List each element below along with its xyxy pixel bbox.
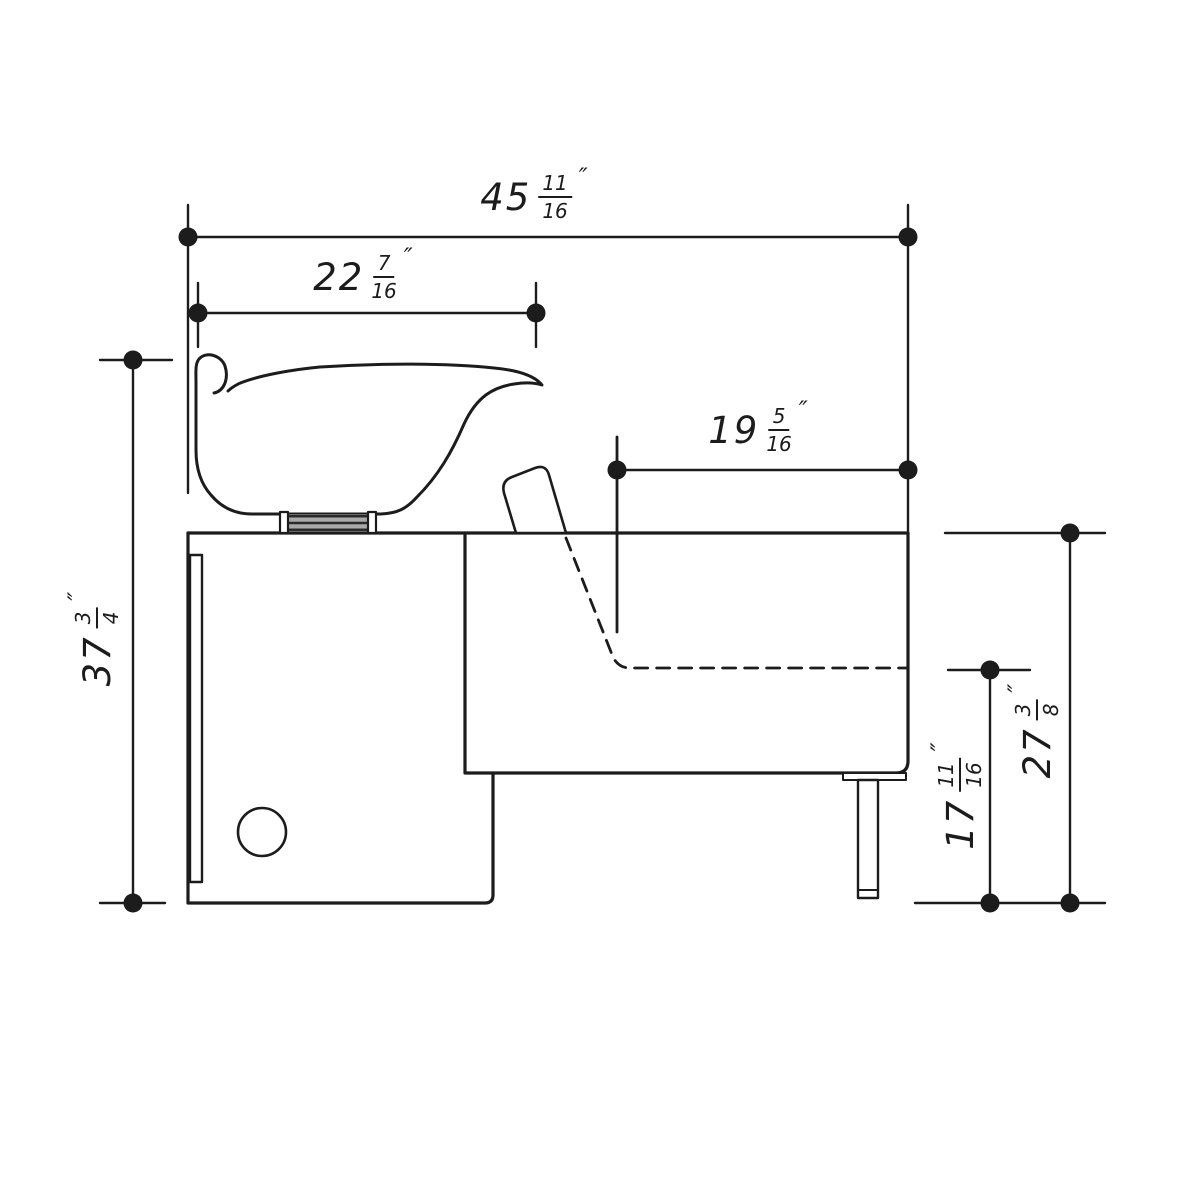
shampoo-bowl-outline — [194, 353, 544, 516]
dimension-dot — [898, 460, 918, 480]
dimension-dot — [1060, 893, 1080, 913]
fraction-denominator: 8 — [1039, 703, 1063, 717]
hidden-seat-dashed-line — [564, 536, 910, 670]
cabinet-knob-circle — [236, 806, 288, 858]
dim-bowl-width — [188, 281, 546, 349]
dimension-dot — [123, 893, 143, 913]
dim-value-fraction: 11 16 — [538, 173, 572, 223]
fraction-denominator: 16 — [962, 762, 986, 788]
cabinet-door-edge — [188, 553, 204, 884]
dim-value-whole: 17 — [938, 798, 982, 850]
seat-box-outline — [463, 531, 910, 775]
support-leg — [856, 778, 880, 900]
dim-label-counter-height: 27 3 8 ″ — [1003, 686, 1063, 779]
dim-seat-depth — [607, 435, 918, 634]
dim-label-overall-width: 45 11 16 ″ — [480, 163, 588, 223]
dim-value-whole: 45 — [480, 175, 532, 219]
inch-mark: ″ — [926, 744, 954, 752]
inch-mark: ″ — [1003, 685, 1031, 693]
fraction-numerator: 3 — [71, 607, 98, 629]
dimension-dot — [178, 227, 198, 247]
dim-value-fraction: 3 8 — [1011, 699, 1063, 721]
fraction-denominator: 16 — [371, 279, 397, 303]
drain-collar-left-cap — [278, 510, 290, 535]
dimension-dot — [1060, 523, 1080, 543]
inch-mark: ″ — [63, 593, 91, 601]
fraction-denominator: 4 — [99, 611, 123, 625]
dim-overall-width — [178, 203, 918, 535]
dim-label-bowl-width: 22 7 16 ″ — [313, 243, 413, 301]
tilt-lever — [502, 465, 568, 535]
dim-label-seat-height: 17 11 16 ″ — [926, 744, 986, 850]
drain-collar-right-cap — [366, 510, 378, 535]
inch-mark: ″ — [798, 396, 808, 424]
dim-value-fraction: 3 4 — [71, 607, 123, 629]
dim-value-whole: 37 — [75, 635, 119, 687]
dim-label-overall-height: 37 3 4 ″ — [63, 594, 123, 687]
fraction-numerator: 5 — [768, 406, 790, 431]
dimension-dot — [898, 227, 918, 247]
fraction-numerator: 11 — [934, 758, 961, 792]
shampoo-bowl — [194, 353, 544, 535]
dim-value-whole: 22 — [313, 255, 365, 299]
fraction-denominator: 16 — [542, 199, 568, 223]
cabinet-front-outline — [186, 531, 495, 905]
dim-value-fraction: 11 16 — [934, 758, 986, 792]
unit-outline — [186, 531, 910, 905]
dim-value-whole: 27 — [1015, 727, 1059, 779]
dim-counter-height — [913, 523, 1107, 913]
fraction-numerator: 11 — [538, 173, 572, 198]
dim-label-seat-depth: 19 5 16 ″ — [708, 396, 808, 454]
tilt-mechanism — [502, 465, 910, 670]
fraction-denominator: 16 — [766, 432, 792, 456]
dimension-dot — [980, 660, 1000, 680]
dimension-dot — [123, 350, 143, 370]
dim-value-fraction: 5 16 — [766, 406, 791, 454]
fraction-numerator: 7 — [373, 253, 395, 278]
fraction-numerator: 3 — [1011, 699, 1038, 721]
dim-value-whole: 19 — [708, 408, 760, 452]
dimension-dot — [607, 460, 627, 480]
dim-overall-height — [98, 350, 174, 913]
inch-mark: ″ — [578, 163, 588, 191]
dimension-dot — [188, 303, 208, 323]
dim-value-fraction: 7 16 — [371, 253, 396, 301]
inch-mark: ″ — [403, 243, 413, 271]
dimension-dot — [526, 303, 546, 323]
